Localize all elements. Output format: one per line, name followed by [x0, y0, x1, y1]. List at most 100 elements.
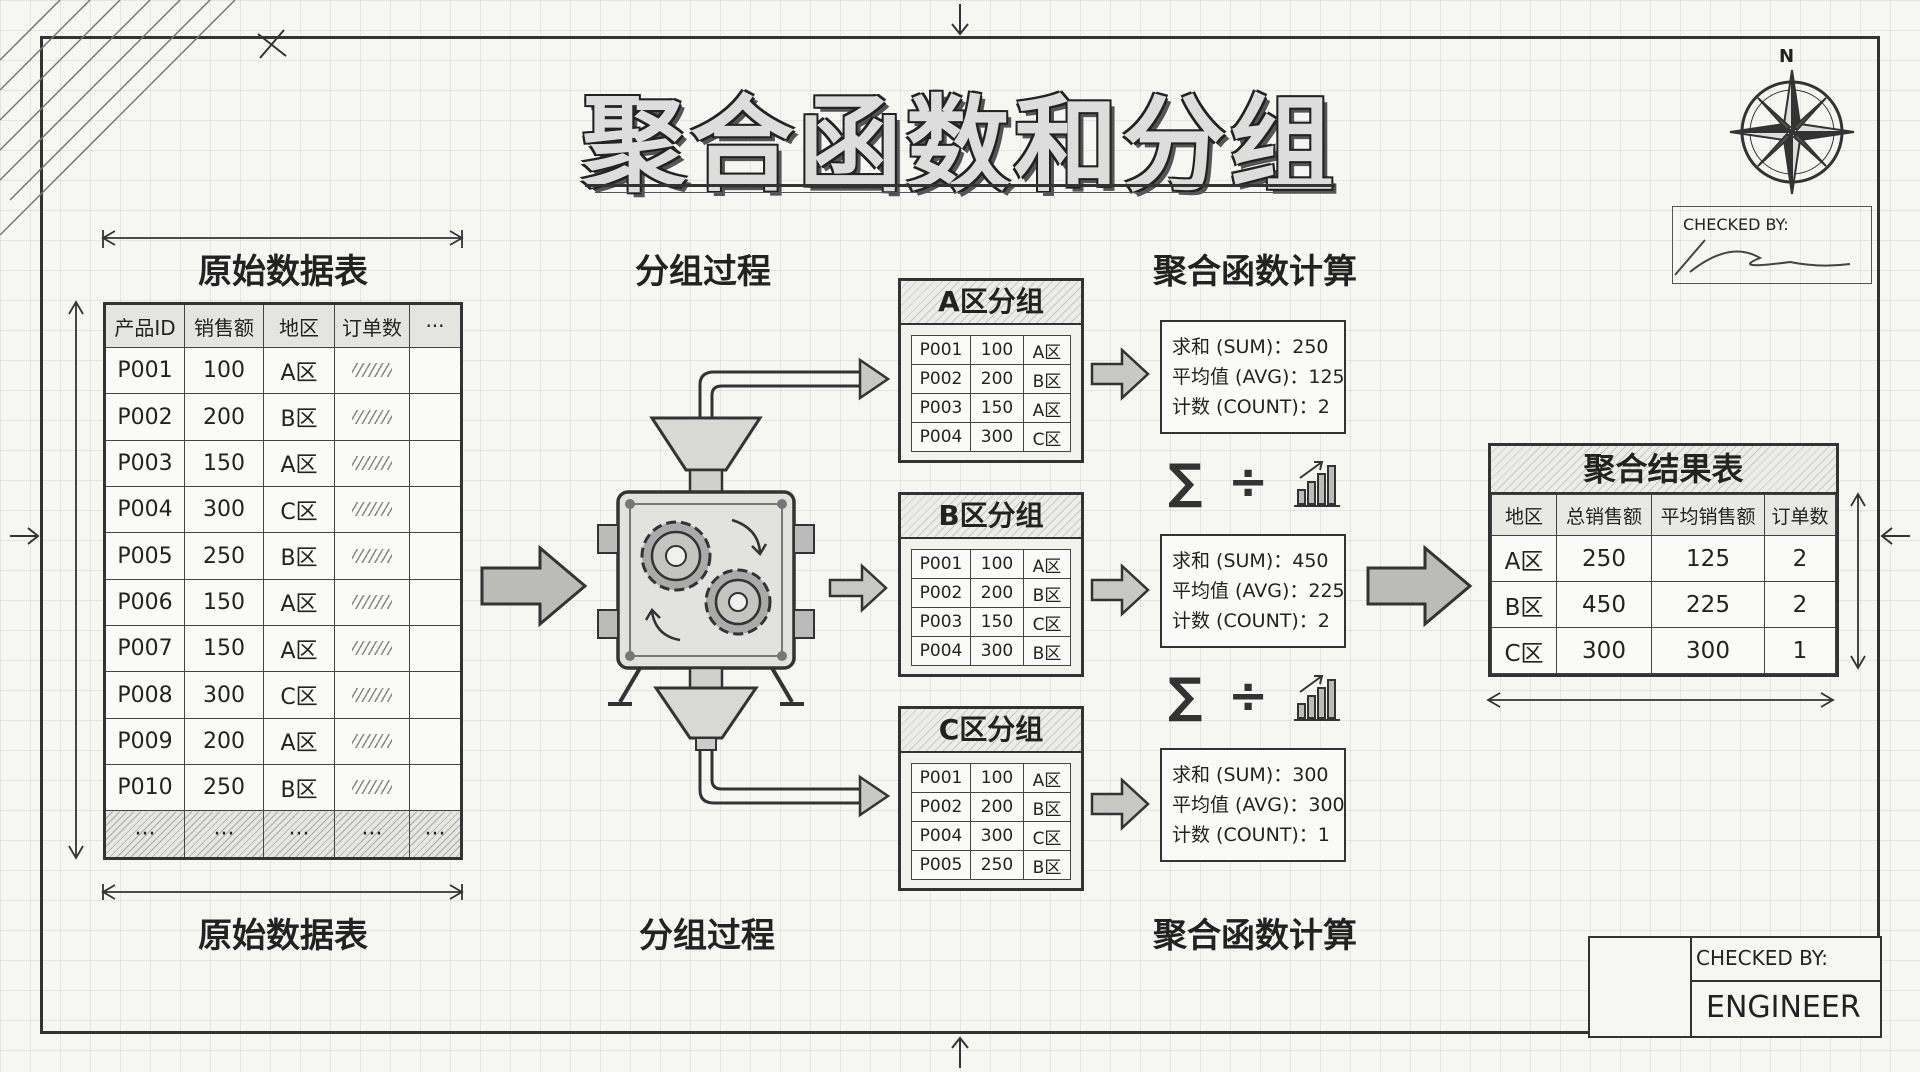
raw-table-label-bottom: 原始数据表 [198, 916, 368, 956]
cell: 2 [1764, 581, 1836, 628]
cell: P005 [104, 532, 185, 580]
avg-text: 平均值 (AVG)：225 [1172, 580, 1345, 602]
column-header: 订单数 [334, 303, 410, 348]
cell: P003 [104, 439, 185, 488]
divide-icon: ÷ [1228, 454, 1269, 510]
cell: C区 [263, 486, 335, 534]
corner-hatch [0, 0, 236, 236]
grouping-label-bottom: 分组过程 [639, 916, 775, 956]
scribble-cell [334, 764, 410, 812]
cell: A区 [263, 439, 335, 488]
cell: P004 [911, 821, 971, 851]
pipes [698, 370, 860, 805]
checked-by-stamp-top: CHECKED BY: [1672, 206, 1872, 284]
checked-by-label: CHECKED BY: [1696, 946, 1829, 970]
scribble-cell [334, 486, 410, 534]
engineer-label: ENGINEER [1706, 990, 1861, 1025]
cell: B区 [263, 764, 335, 812]
empty-cell [409, 439, 462, 488]
cell: C区 [263, 671, 335, 719]
cell: B区 [1023, 364, 1071, 394]
cell: 250 [1556, 535, 1652, 582]
cell: B区 [1491, 581, 1557, 628]
cell: 200 [970, 578, 1024, 608]
avg-text: 平均值 (AVG)：300 [1172, 794, 1345, 816]
group-title: C区分组 [901, 709, 1081, 753]
cell: B区 [263, 532, 335, 580]
cell: 100 [970, 335, 1024, 365]
column-header: ··· [409, 303, 462, 348]
sigma-icon: ∑ [1168, 454, 1203, 510]
cell: C区 [1023, 821, 1071, 851]
empty-cell [409, 346, 462, 395]
aggregation-label-top: 聚合函数计算 [1153, 252, 1357, 292]
cell: 150 [970, 607, 1024, 637]
small-arrows [828, 347, 1150, 831]
cell: 100 [970, 763, 1024, 793]
funnel-icon [649, 416, 763, 472]
sum-text: 求和 (SUM)：250 [1172, 336, 1329, 358]
ellipsis-cell: ··· [104, 810, 185, 859]
bar-chart-icon [1294, 461, 1340, 721]
cell: P003 [911, 393, 971, 423]
aggregate-box-c: 求和 (SUM)：300 平均值 (AVG)：300 计数 (COUNT)：1 [1160, 748, 1346, 862]
cell: 300 [970, 422, 1024, 452]
column-header: 总销售额 [1556, 494, 1652, 536]
cell: 150 [184, 439, 264, 488]
group-title: B区分组 [901, 495, 1081, 539]
cell: P001 [104, 346, 185, 395]
empty-cell [409, 532, 462, 580]
cell: C区 [1491, 627, 1557, 674]
cell: 200 [970, 792, 1024, 822]
scribble-cell [334, 393, 410, 441]
cell: A区 [1491, 535, 1557, 582]
cell: P004 [911, 636, 971, 666]
scribble-cell [334, 625, 410, 673]
cell: P005 [911, 850, 971, 880]
table-header-row: 产品ID 销售额 地区 订单数 ··· [104, 303, 462, 348]
cell: 300 [1556, 627, 1652, 674]
cell: A区 [1023, 393, 1071, 423]
column-header: 订单数 [1764, 494, 1836, 536]
group-title: A区分组 [901, 281, 1081, 325]
ellipsis-cell: ··· [409, 810, 462, 859]
cell: P004 [911, 422, 971, 452]
cell: P006 [104, 578, 185, 627]
cell: 250 [184, 532, 264, 580]
empty-cell [409, 671, 462, 719]
cell: P007 [104, 625, 185, 673]
cell: P004 [104, 486, 185, 534]
cell: 150 [184, 625, 264, 673]
cell: 450 [1556, 581, 1652, 628]
title-underline [585, 184, 1335, 187]
cell: B区 [263, 393, 335, 441]
count-text: 计数 (COUNT)：1 [1172, 824, 1330, 846]
cell: 150 [184, 578, 264, 627]
column-header: 平均销售额 [1651, 494, 1765, 536]
funnel-icon [653, 686, 759, 740]
cell: A区 [263, 578, 335, 627]
empty-cell [409, 625, 462, 673]
sigma-icon: ∑ [1168, 668, 1203, 724]
cell: C区 [1023, 422, 1071, 452]
cell: 300 [970, 636, 1024, 666]
